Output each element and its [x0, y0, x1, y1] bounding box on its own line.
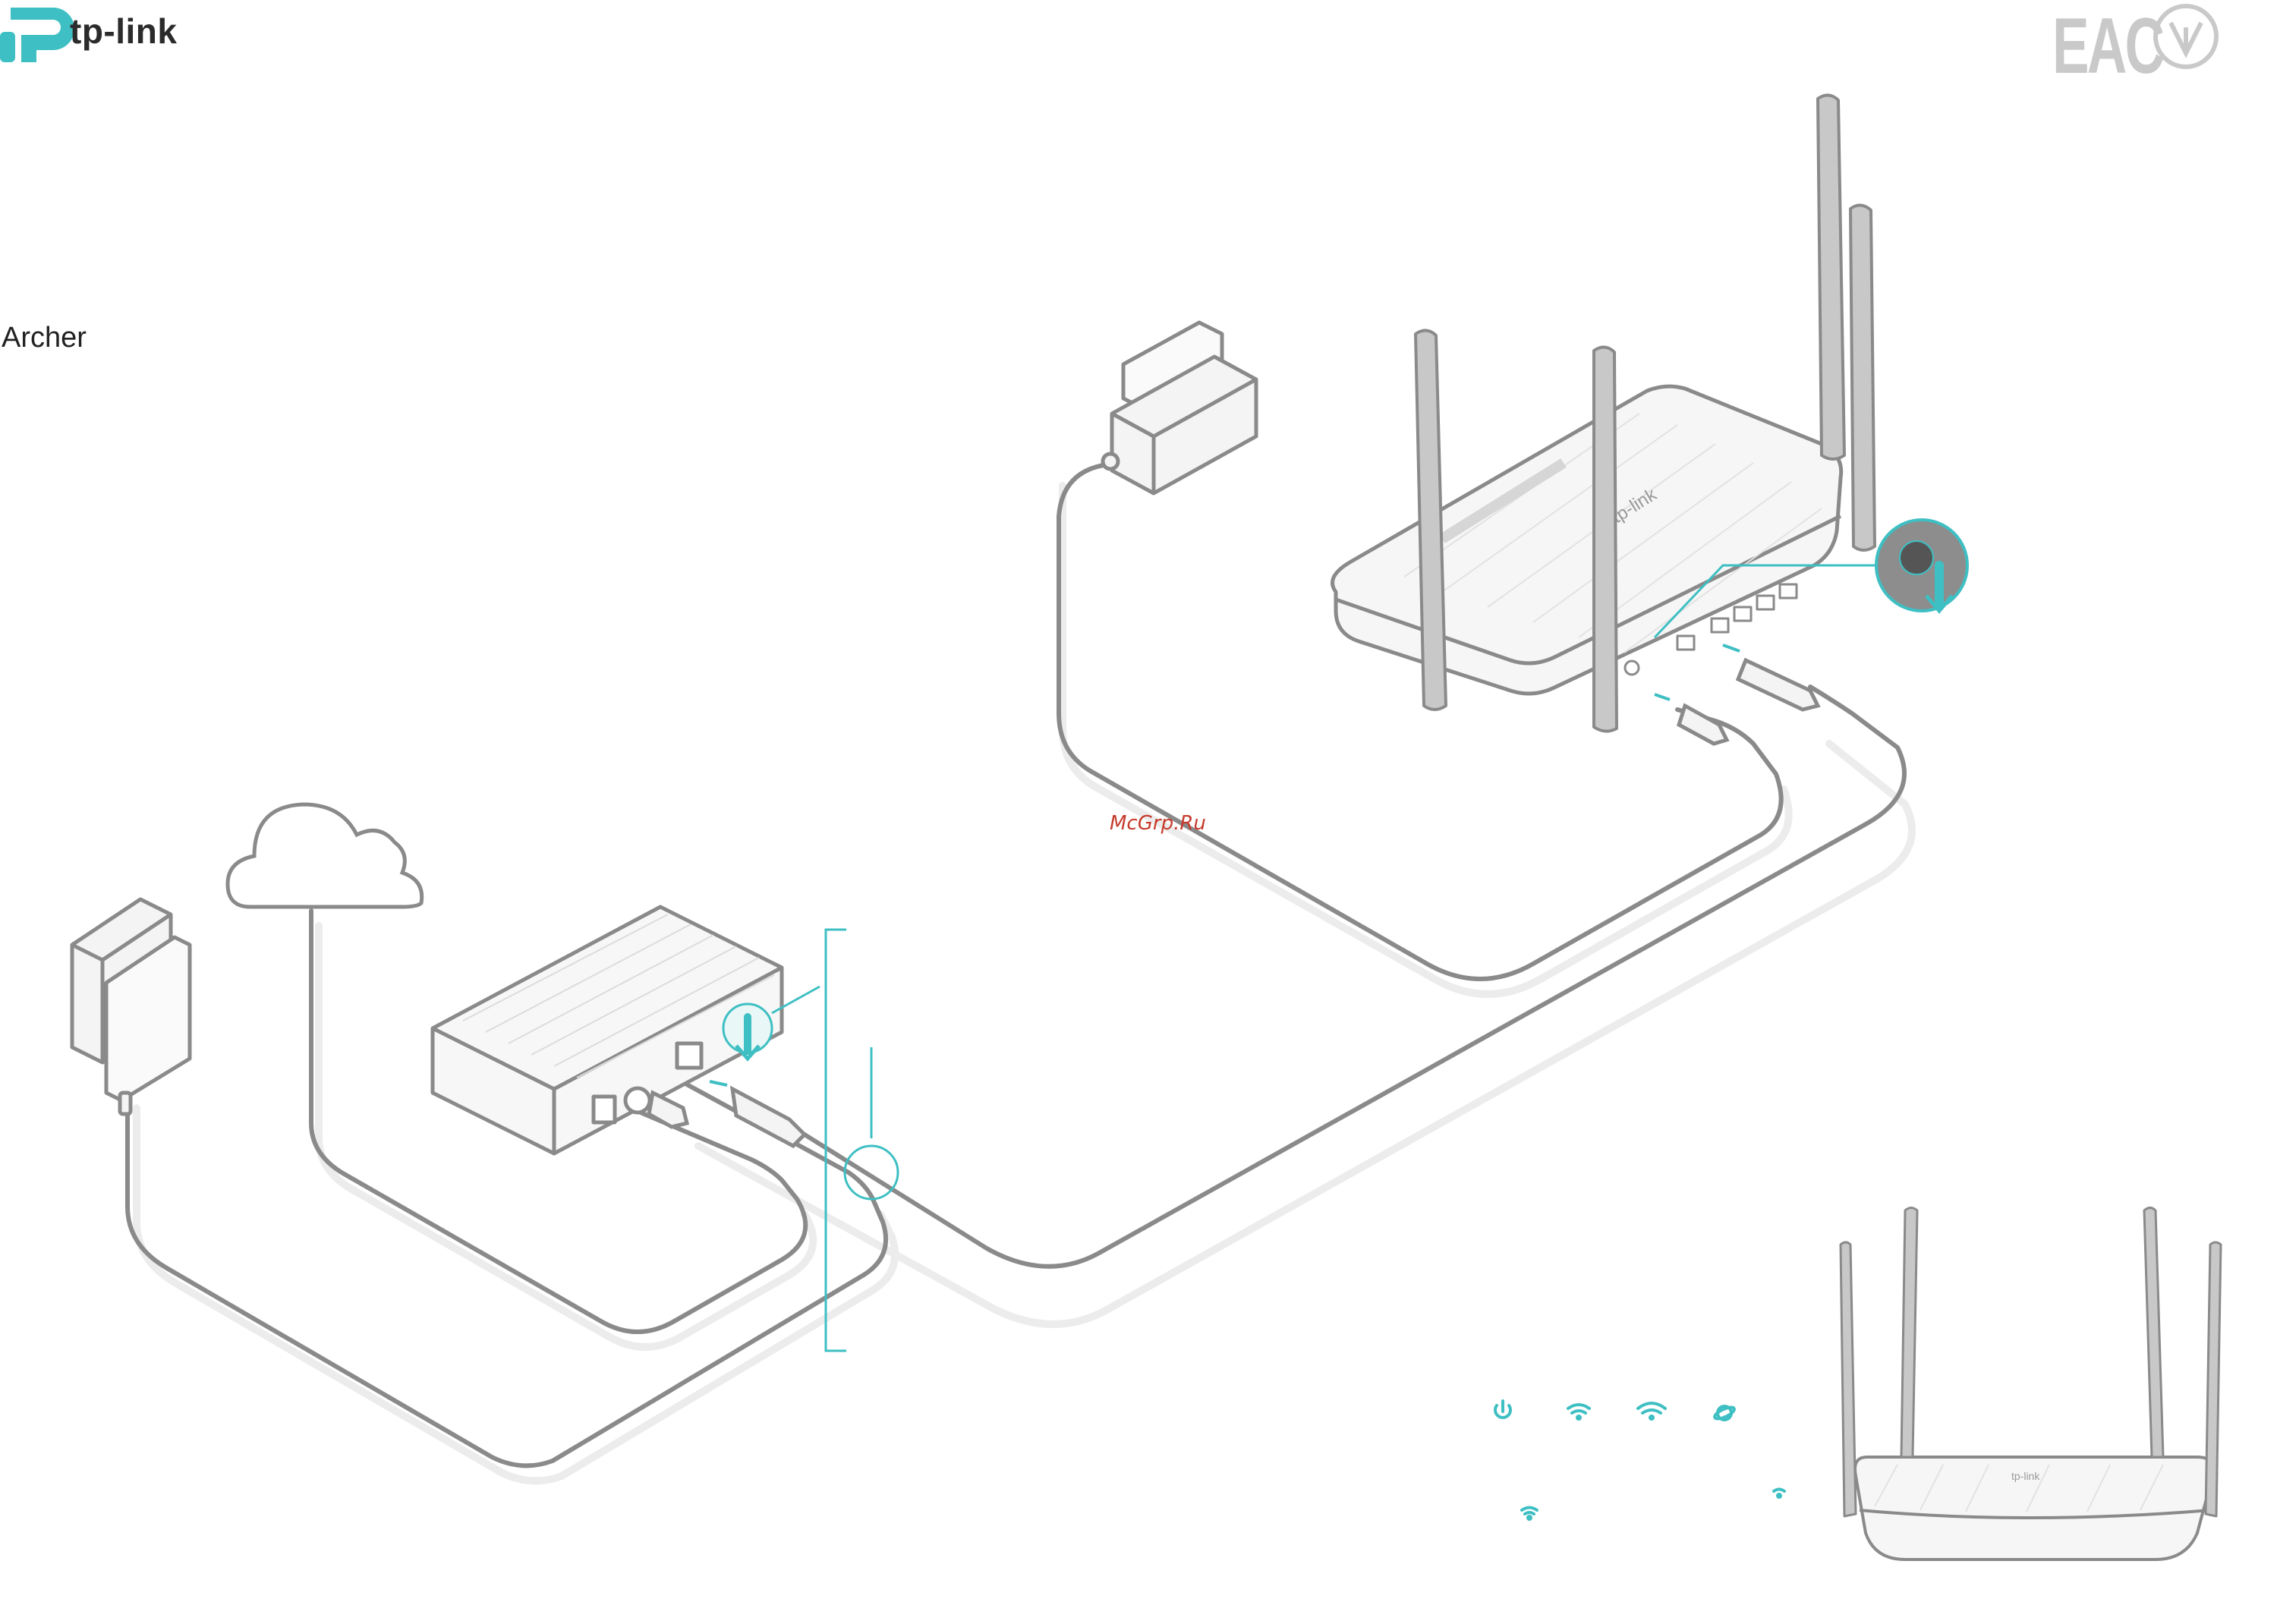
- modem-power-port: [623, 1086, 652, 1115]
- internet-cable: [309, 908, 808, 1334]
- router-front-view: tp-link: [1839, 1207, 2222, 1561]
- modem-power-cable: [125, 1068, 889, 1468]
- router-power-plug: [1654, 693, 1730, 746]
- tp-link-logo-icon: [0, 8, 74, 62]
- internet-icon: [1713, 1405, 1736, 1421]
- cables: [125, 462, 1907, 1468]
- modem-power-plug: [647, 1090, 690, 1129]
- callout-bracket: [824, 928, 899, 1352]
- front-antenna-1: [1839, 1241, 1857, 1518]
- modem-phone-port: [591, 1094, 617, 1125]
- router-antenna-4: [1849, 203, 1876, 552]
- wifi-5g-icon: [1636, 1402, 1667, 1421]
- router-power-adapter: [1101, 320, 1258, 496]
- modem-ethernet-plug: [709, 1080, 808, 1149]
- brand-logo-text: tp-link: [70, 11, 178, 51]
- router-ethernet-plug: [1722, 644, 1821, 712]
- internet-cloud-icon: [225, 802, 424, 909]
- router-antenna-3: [1816, 93, 1846, 461]
- front-antenna-3: [2143, 1207, 2165, 1459]
- certification-circle-icon: [2153, 4, 2219, 69]
- wifi-icon: [1772, 1487, 1786, 1499]
- router-power-button-highlight: [1653, 518, 1969, 639]
- model-title: Archer: [2, 322, 87, 354]
- power-icon: [1494, 1399, 1512, 1419]
- router-device: tp-link: [1331, 93, 1876, 733]
- front-antenna-2: [1900, 1207, 1919, 1459]
- modem-power-adapter: [70, 897, 192, 1116]
- modem-power-button-highlight: [722, 985, 820, 1062]
- wifi-2g-icon: [1567, 1403, 1591, 1421]
- eac-certification-mark: EAC: [2052, 2, 2165, 90]
- front-antenna-4: [2204, 1241, 2222, 1518]
- ethernet-cable: [802, 685, 1907, 1269]
- watermark-text: McGrp.Ru: [1110, 812, 1206, 835]
- modem-device: [430, 905, 784, 1156]
- router-antenna-1: [1414, 329, 1447, 711]
- modem-ethernet-port: [675, 1041, 704, 1070]
- svg-text:tp-link: tp-link: [2011, 1470, 2040, 1482]
- router-antenna-2: [1592, 345, 1618, 733]
- router-power-cable: [1057, 462, 1784, 981]
- wps-icon: [1520, 1506, 1538, 1521]
